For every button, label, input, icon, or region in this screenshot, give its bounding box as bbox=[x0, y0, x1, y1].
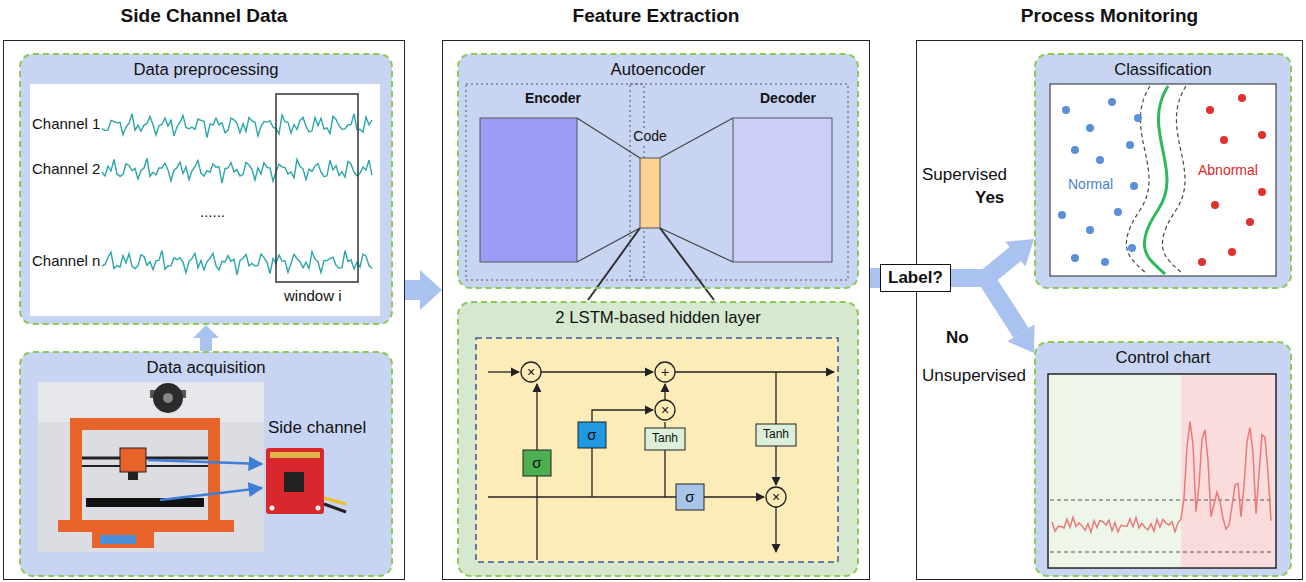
encoder-label: Encoder bbox=[525, 90, 581, 106]
panel-title: Process Monitoring bbox=[917, 5, 1302, 27]
gate-symbol: + bbox=[661, 364, 669, 380]
preprocessing-box: Data preprocessing bbox=[19, 53, 393, 325]
sensor-board bbox=[266, 448, 346, 514]
control-chart-plot bbox=[1048, 374, 1276, 568]
box-fill bbox=[1035, 342, 1291, 576]
branch-label: No bbox=[946, 328, 969, 348]
box-heading: Data acquisition bbox=[21, 358, 391, 377]
box-fill bbox=[458, 54, 858, 288]
gate-symbol: × bbox=[661, 402, 669, 418]
autoencoder-drawing bbox=[466, 84, 848, 300]
box-heading: Classification bbox=[1036, 60, 1290, 79]
arrow-shaft bbox=[870, 268, 880, 288]
channel-label: Channel 2 bbox=[32, 160, 100, 177]
code-label: Code bbox=[631, 128, 668, 144]
lstm-cell bbox=[476, 338, 838, 562]
gate-symbol: Tanh bbox=[652, 432, 678, 446]
window-label: window i bbox=[284, 287, 342, 304]
arrow-shaft bbox=[200, 338, 212, 351]
branch-label: Supervised bbox=[922, 165, 1007, 185]
classification-plot bbox=[1050, 84, 1276, 276]
panel-title: Feature Extraction bbox=[443, 5, 869, 27]
box-fill bbox=[20, 54, 392, 324]
box-fill bbox=[1035, 54, 1291, 288]
printer-photo bbox=[38, 382, 264, 552]
arrow-head bbox=[1008, 324, 1035, 353]
signal-trace bbox=[102, 114, 372, 138]
channel-label: Channel n bbox=[32, 252, 100, 269]
panel: Feature ExtractionAutoencoder2 LSTM-base… bbox=[442, 40, 870, 580]
arrow-head bbox=[420, 270, 442, 310]
class-label: Normal bbox=[1068, 176, 1113, 192]
autoencoder-box: Autoencoder bbox=[457, 53, 859, 289]
box-heading: Data preprocessing bbox=[21, 60, 391, 79]
box-fill bbox=[458, 302, 858, 576]
branch-label: Yes bbox=[975, 188, 1004, 208]
gate-symbol: σ bbox=[532, 454, 541, 471]
panel-title: Side Channel Data bbox=[4, 5, 404, 27]
branch-label: Unsupervised bbox=[922, 366, 1026, 386]
leader-arrows bbox=[148, 460, 262, 500]
ellipsis: ...... bbox=[200, 203, 225, 220]
signal-trace bbox=[102, 251, 372, 275]
control-chart-box: Control chart bbox=[1034, 341, 1292, 577]
class-label: Abnormal bbox=[1198, 162, 1258, 178]
gate-symbol: × bbox=[527, 364, 535, 380]
decoder-label: Decoder bbox=[760, 90, 816, 106]
gate-symbol: × bbox=[772, 489, 780, 505]
box-heading: Autoencoder bbox=[459, 60, 857, 79]
decision-box: Label? bbox=[880, 264, 951, 292]
channel-label: Channel 1 bbox=[32, 115, 100, 132]
box-heading: 2 LSTM-based hidden layer bbox=[459, 308, 857, 327]
box-heading: Control chart bbox=[1036, 348, 1290, 367]
signal-trace bbox=[102, 158, 372, 183]
acquisition-box: Data acquisition bbox=[19, 351, 393, 577]
decision-label: Label? bbox=[881, 265, 950, 291]
arrow-head bbox=[193, 325, 219, 338]
block-arrow bbox=[193, 325, 219, 351]
block-arrow bbox=[405, 270, 442, 310]
panel: Process MonitoringClassificationControl … bbox=[916, 40, 1303, 580]
sensor-label: Side channel bbox=[268, 418, 366, 438]
box-fills bbox=[20, 54, 1291, 576]
gate-symbol: Tanh bbox=[763, 428, 789, 442]
signal-plot bbox=[30, 84, 380, 316]
box-fill bbox=[20, 352, 392, 576]
block-arrow bbox=[870, 278, 880, 279]
gate-symbol: σ bbox=[685, 488, 694, 505]
arrow-shaft bbox=[951, 278, 1021, 333]
arrow-shaft bbox=[405, 280, 420, 300]
gate-symbol: σ bbox=[587, 426, 596, 443]
arrow-head bbox=[1005, 239, 1034, 267]
